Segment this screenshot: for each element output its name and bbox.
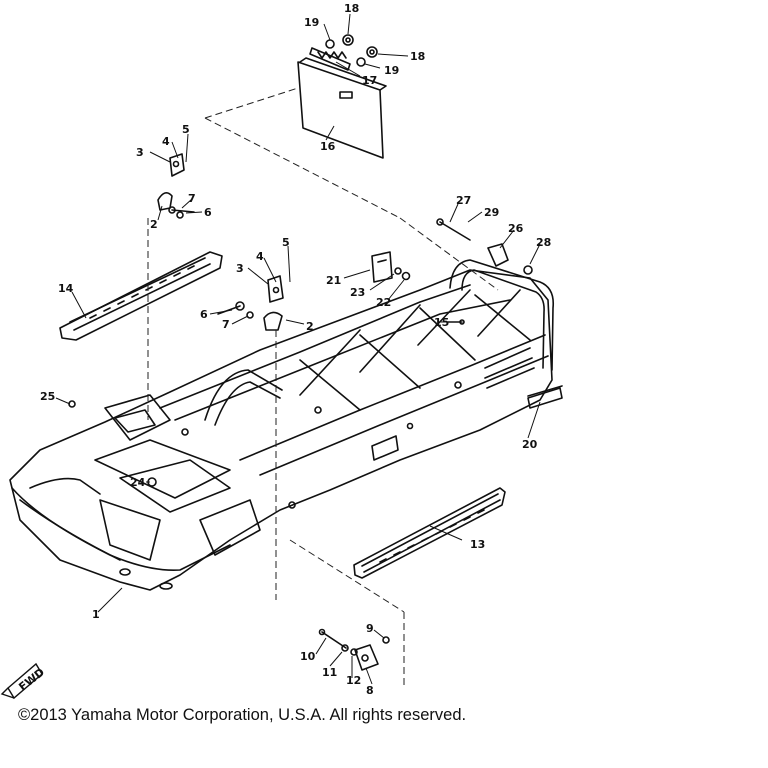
callout-p28: 28: [536, 236, 551, 249]
chassis-frame: [9, 259, 563, 591]
clamp-2-mid: [263, 311, 283, 331]
callout-p16: 16: [320, 140, 336, 153]
washer-11: [341, 644, 349, 652]
callout-p29: 29: [484, 206, 499, 219]
washer-19-right: [356, 57, 366, 67]
callout-p19b: 19: [384, 64, 399, 77]
callout-p4b: 4: [256, 250, 264, 263]
bolt-6-upper: [168, 206, 195, 214]
callout-p18b: 18: [410, 50, 425, 63]
callout-p3a: 3: [136, 146, 144, 159]
callout-p2b: 2: [306, 320, 314, 333]
bracket-8: [354, 644, 379, 671]
nut-12: [350, 648, 358, 656]
bracket-21: [371, 251, 393, 283]
callout-p14: 14: [58, 282, 74, 295]
callout-p5b: 5: [282, 236, 290, 249]
plate-bracket: [297, 47, 387, 159]
callout-p6b: 6: [200, 308, 208, 321]
washer-7-upper: [176, 211, 184, 219]
callout-p20: 20: [522, 438, 538, 451]
pin-9: [382, 636, 390, 644]
callout-p9: 9: [366, 622, 374, 635]
copyright-notice: ©2013 Yamaha Motor Corporation, U.S.A. A…: [18, 706, 467, 724]
washer-19-left: [325, 39, 335, 49]
callout-p13: 13: [470, 538, 485, 551]
nut-18-right: [366, 46, 378, 58]
nut-18-top: [342, 34, 354, 46]
callout-p17: 17: [362, 74, 377, 87]
callout-p18a: 18: [344, 2, 359, 15]
callout-p25: 25: [40, 390, 55, 403]
callout-p7a: 7: [188, 192, 196, 205]
step-13: [353, 487, 506, 579]
callout-p24: 24: [130, 476, 146, 489]
clamp-2-upper: [157, 192, 173, 211]
callout-p5a: 5: [182, 123, 190, 136]
callout-p15: 15: [434, 316, 449, 329]
callout-p27: 27: [456, 194, 471, 207]
nut-22: [401, 271, 411, 281]
callout-p8: 8: [366, 684, 374, 697]
callout-p10: 10: [300, 650, 316, 663]
bolt-6-mid: [217, 301, 245, 315]
bracket-26: [487, 243, 509, 267]
bracket-3-upper: [169, 153, 185, 177]
callout-p1: 1: [92, 608, 100, 621]
leader-lines: [55, 13, 541, 685]
bolt-27: [436, 218, 471, 241]
bracket-3-mid: [267, 275, 284, 303]
step-14: [59, 251, 223, 341]
callout-labels: 1223344556677891011121314151617181819192…: [40, 2, 551, 697]
callout-p12: 12: [346, 674, 361, 687]
washer-7-mid: [246, 311, 254, 319]
bolt-10: [318, 628, 347, 649]
washer-23: [394, 267, 402, 275]
nut-28: [523, 265, 533, 275]
callout-p26: 26: [508, 222, 524, 235]
callout-p21: 21: [326, 274, 341, 287]
rivet-15: [447, 319, 465, 325]
callout-p4a: 4: [162, 135, 170, 148]
callout-p2a: 2: [150, 218, 158, 231]
callout-p11: 11: [322, 666, 337, 679]
tag-20: [527, 385, 563, 397]
callout-p3b: 3: [236, 262, 244, 275]
callout-p22: 22: [376, 296, 391, 309]
forward-arrow-icon: FWD: [0, 662, 47, 700]
assembly-lines: [147, 87, 499, 688]
callout-p7b: 7: [222, 318, 230, 331]
callout-p6a: 6: [204, 206, 212, 219]
callout-p19a: 19: [304, 16, 319, 29]
callout-p23: 23: [350, 286, 365, 299]
